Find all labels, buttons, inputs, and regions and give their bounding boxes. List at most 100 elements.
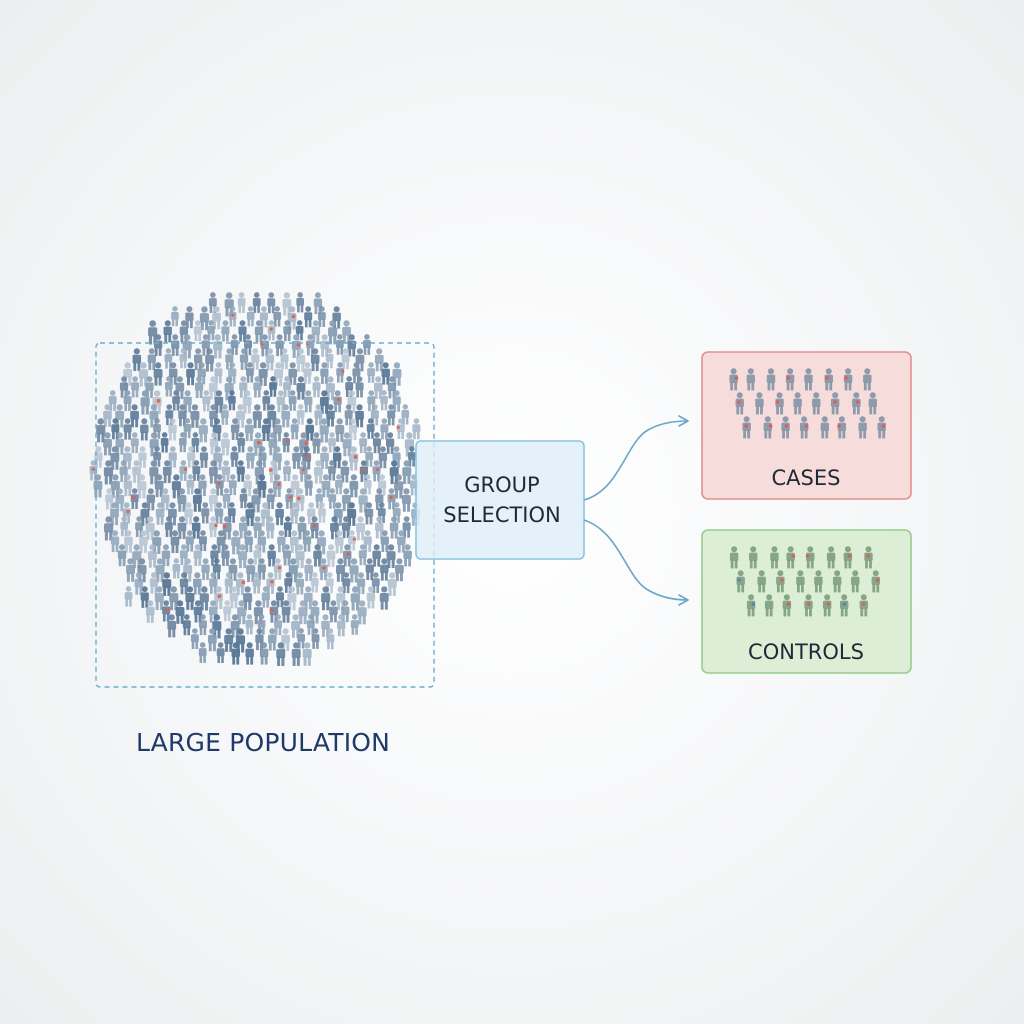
person-icon (358, 544, 367, 566)
person-icon (770, 546, 779, 569)
person-icon (207, 320, 215, 341)
person-icon (295, 572, 305, 595)
person-icon (154, 586, 164, 611)
person-icon (132, 460, 141, 483)
person-icon (193, 572, 202, 595)
person-icon (252, 292, 261, 313)
person-icon (274, 614, 282, 636)
person-icon (290, 502, 299, 524)
person-icon (213, 334, 223, 359)
person-icon (224, 572, 233, 594)
person-icon (216, 642, 225, 664)
person-icon (328, 460, 336, 481)
person-icon (140, 418, 149, 441)
person-icon (365, 446, 374, 467)
person-icon (312, 376, 321, 398)
person-icon (363, 530, 372, 552)
person-icon (130, 404, 139, 428)
person-icon (235, 572, 246, 596)
person-icon (110, 446, 120, 470)
person-icon (374, 348, 384, 372)
person-icon (192, 460, 201, 481)
person-icon (313, 460, 323, 484)
person-icon (145, 516, 155, 540)
person-icon (822, 594, 832, 617)
person-icon (198, 418, 208, 443)
person-icon (392, 390, 401, 412)
person-icon (162, 600, 171, 622)
person-icon (252, 572, 261, 594)
person-icon (228, 306, 237, 327)
population-crowd (89, 292, 421, 667)
person-icon (292, 446, 301, 469)
person-icon (365, 558, 374, 581)
person-icon (175, 376, 185, 400)
person-icon (337, 614, 346, 637)
person-icon (793, 392, 802, 415)
person-icon (412, 418, 421, 440)
person-icon (222, 488, 231, 509)
person-icon (305, 418, 315, 441)
person-icon (237, 600, 247, 625)
person-icon (162, 572, 172, 596)
person-icon (804, 368, 813, 391)
person-icon (237, 432, 246, 453)
person-icon (373, 376, 383, 399)
person-icon (326, 544, 336, 568)
person-icon (253, 376, 262, 398)
person-icon (171, 306, 179, 327)
person-icon (786, 546, 796, 569)
person-icon (238, 320, 247, 342)
person-icon (221, 544, 230, 566)
person-icon (282, 292, 292, 316)
person-icon (223, 600, 232, 622)
person-icon (334, 530, 344, 554)
person-icon (283, 516, 292, 538)
person-icon (341, 488, 351, 512)
person-icon (185, 306, 194, 329)
group-selection-line1: GROUP (464, 473, 540, 497)
person-icon (304, 474, 313, 496)
person-icon (314, 404, 323, 426)
person-icon (378, 446, 388, 469)
person-icon (152, 390, 162, 415)
person-icon (348, 446, 359, 471)
person-icon (367, 362, 375, 383)
person-icon (366, 586, 376, 609)
cases-crowd (729, 368, 886, 439)
person-icon (775, 392, 784, 415)
person-icon (212, 306, 221, 330)
person-icon (168, 418, 177, 441)
person-icon (335, 474, 343, 495)
person-icon (348, 418, 358, 441)
person-icon (179, 572, 189, 595)
person-icon (295, 544, 305, 569)
person-icon (132, 348, 142, 371)
person-icon (164, 516, 173, 537)
person-icon (207, 628, 217, 652)
person-icon (153, 362, 163, 386)
person-icon (371, 572, 380, 594)
person-icon (257, 558, 266, 580)
person-icon (735, 392, 744, 415)
person-icon (356, 572, 366, 595)
person-icon (126, 558, 135, 582)
person-icon (145, 600, 155, 623)
person-icon (320, 446, 329, 470)
person-icon (167, 614, 177, 638)
person-icon (805, 546, 815, 569)
person-icon (319, 390, 329, 414)
person-icon (123, 474, 132, 497)
group-selection-label: GROUP SELECTION (420, 470, 584, 530)
person-icon (342, 572, 351, 594)
person-icon (245, 614, 254, 635)
person-icon (201, 502, 210, 524)
person-icon (832, 570, 842, 593)
person-icon (336, 558, 345, 582)
person-icon (178, 404, 187, 427)
person-icon (837, 416, 847, 439)
person-icon (310, 516, 319, 539)
person-icon (123, 362, 133, 386)
person-icon (244, 530, 253, 553)
person-icon (283, 460, 291, 482)
